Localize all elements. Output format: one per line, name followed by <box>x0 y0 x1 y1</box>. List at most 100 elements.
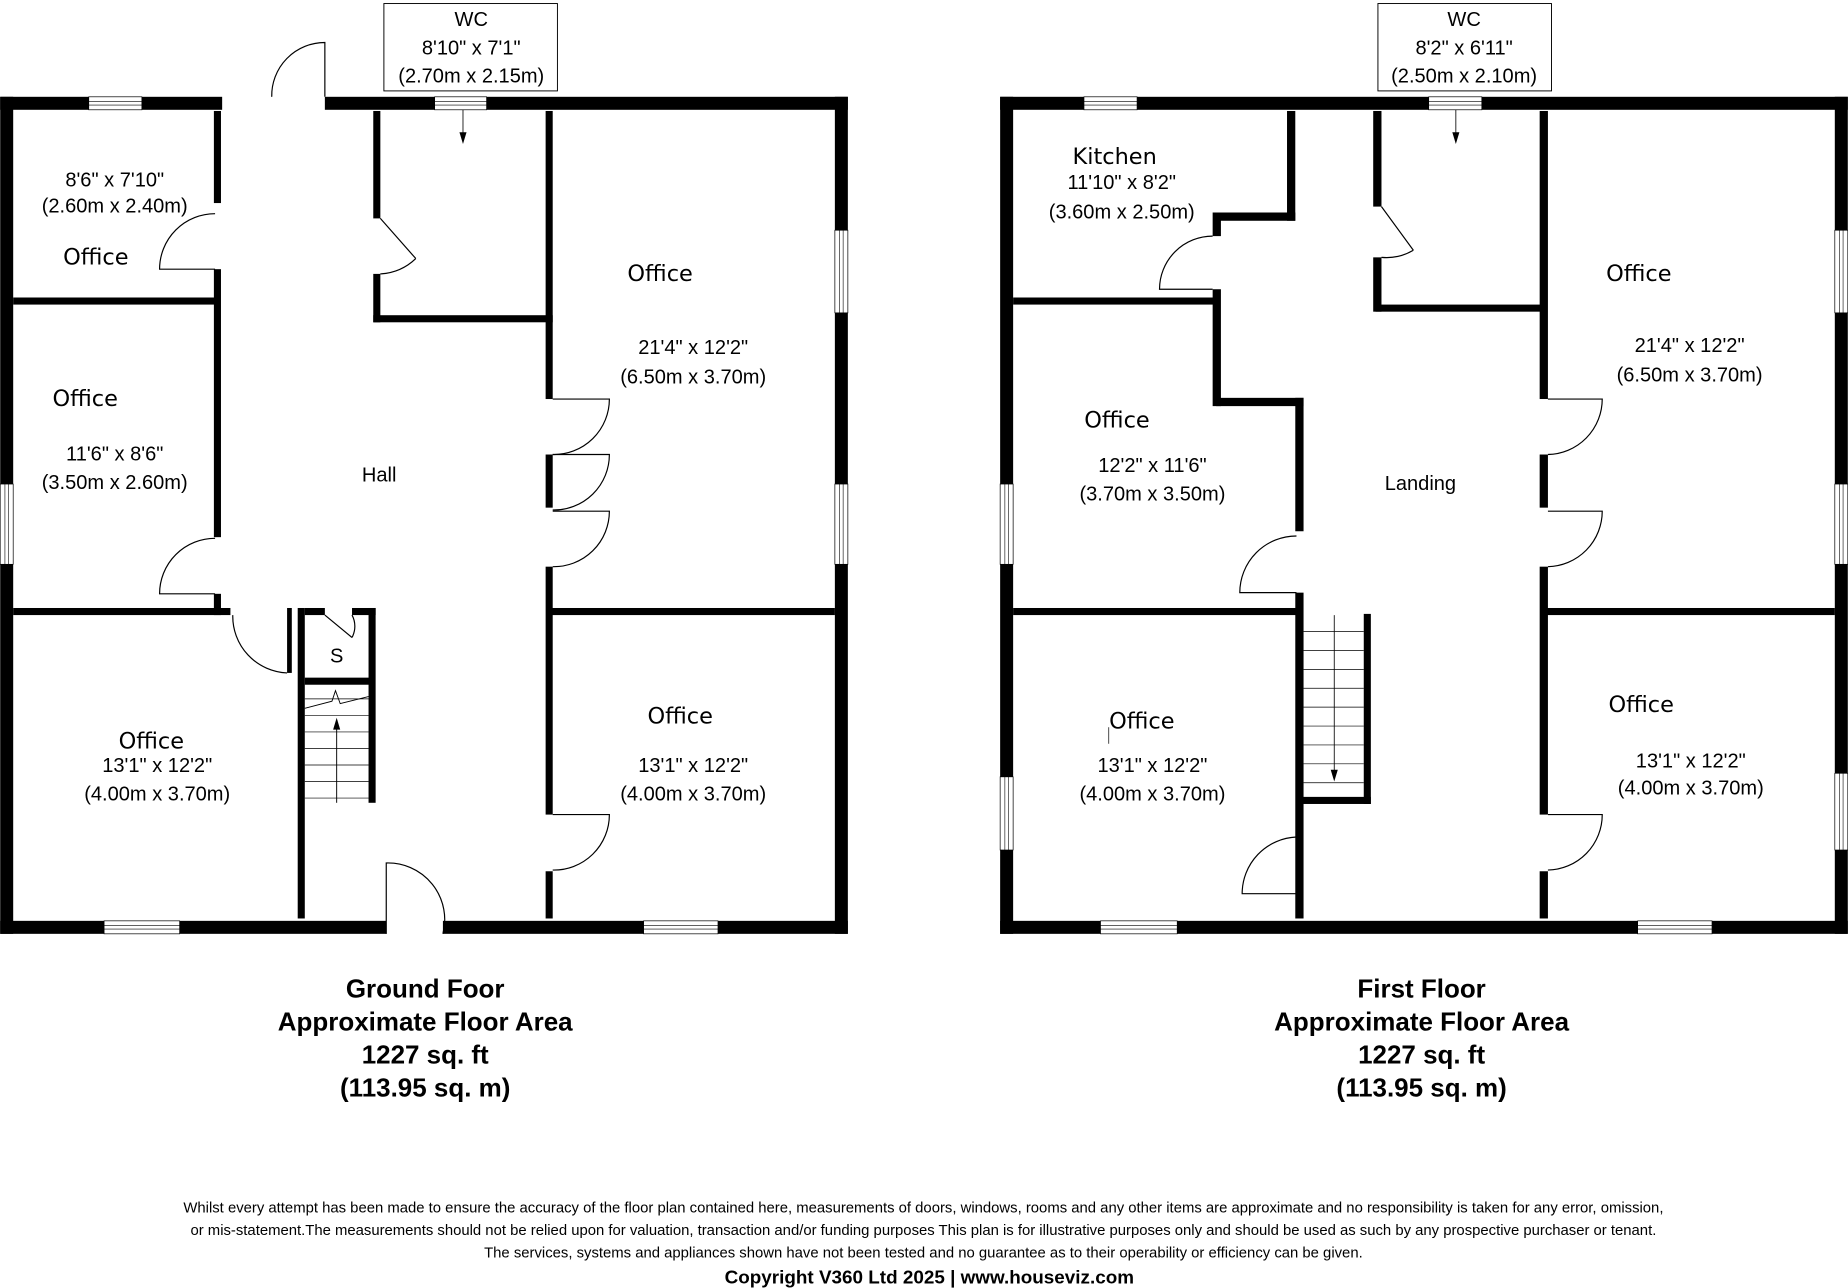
window <box>643 920 719 935</box>
wall <box>1216 397 1304 407</box>
wall <box>545 110 553 400</box>
door-swing <box>158 213 216 270</box>
label-text: Office <box>119 728 184 754</box>
ground-room-office-right: Office 21'4" x 12'2" (6.50m x 3.70m) <box>620 261 766 389</box>
wall <box>1375 304 1547 312</box>
label-text: Office <box>1109 708 1174 734</box>
label-text: (3.50m x 2.60m) <box>42 472 188 494</box>
label-text: 1227 sq. ft <box>1358 1040 1485 1070</box>
window <box>1834 229 1848 314</box>
label-text: (4.00m x 3.70m) <box>620 783 766 805</box>
wc-arrow <box>459 132 467 145</box>
wall <box>324 96 848 110</box>
window <box>1083 96 1138 111</box>
first-room-kitchen: Kitchen 11'10" x 8'2" (3.60m x 2.50m) <box>1049 144 1195 223</box>
first-room-office-bottom-left: Office 13'1" x 12'2" (4.00m x 3.70m) <box>1079 708 1225 805</box>
wall <box>1013 297 1217 305</box>
room-name: WC <box>455 9 488 31</box>
door-swing <box>232 615 288 674</box>
label-text: 12'2" x 11'6" <box>1098 455 1206 477</box>
first-room-office-left: Office 12'2" x 11'6" (3.70m x 3.50m) <box>1079 407 1225 505</box>
disclaimer: Whilst every attempt has been made to en… <box>183 1200 1663 1261</box>
wall <box>213 593 221 616</box>
label-text: Ground Foor <box>346 974 505 1004</box>
ground-store-label: S <box>330 645 343 667</box>
door-swing <box>1547 510 1603 568</box>
label-text: 11'6" x 8'6" <box>66 443 163 465</box>
label-text: (4.00m x 3.70m) <box>1079 783 1225 805</box>
wall <box>297 607 305 919</box>
wall <box>13 297 216 305</box>
stair-arrow <box>1330 769 1338 782</box>
wall <box>368 607 376 803</box>
label-text: (4.00m x 3.70m) <box>84 783 230 805</box>
door-swing <box>158 537 216 595</box>
door-swing <box>385 862 446 934</box>
label-text: 1227 sq. ft <box>362 1040 489 1070</box>
ground-room-office-small: 8'6" x 7'10" (2.60m x 2.40m) Office <box>42 170 188 271</box>
wall <box>352 607 376 616</box>
ground-room-office-bottom-right: Office 13'1" x 12'2" (4.00m x 3.70m) <box>620 704 766 806</box>
label-text: (3.70m x 3.50m) <box>1079 484 1225 506</box>
label-text: Office <box>63 244 128 270</box>
doors-windows-stairs <box>0 41 1848 935</box>
door-swing <box>1547 398 1603 456</box>
label-text: 8'6" x 7'10" <box>65 170 164 192</box>
door-swing <box>552 453 610 511</box>
label-text: (6.50m x 3.70m) <box>620 367 766 389</box>
wall <box>373 273 381 323</box>
walls <box>0 96 1848 934</box>
label-text: 13'1" x 12'2" <box>638 755 748 777</box>
window <box>1100 920 1178 935</box>
wall <box>1539 454 1548 508</box>
window <box>0 483 14 565</box>
label-text: (6.50m x 3.70m) <box>1617 364 1763 386</box>
label-text: or mis-statement.The measurements should… <box>190 1223 1656 1239</box>
ground-room-office-left: Office 11'6" x 8'6" (3.50m x 2.60m) <box>42 386 188 494</box>
wall <box>1295 397 1304 532</box>
label-text: 11'10" x 8'2" <box>1068 172 1176 194</box>
wall <box>1013 607 1299 616</box>
door-swing <box>1547 814 1603 871</box>
stair-arrow <box>333 717 341 730</box>
wall <box>304 677 374 685</box>
window <box>1428 96 1483 111</box>
wall <box>373 110 381 219</box>
door-swing <box>1380 206 1414 259</box>
label-text: Office <box>1084 407 1149 433</box>
window <box>103 920 181 935</box>
wall <box>1373 257 1382 312</box>
wall <box>545 566 553 815</box>
label-text: Office <box>647 704 712 730</box>
label-text: (113.95 sq. m) <box>340 1073 510 1103</box>
wall <box>1000 96 1848 110</box>
window <box>1834 483 1848 565</box>
room-dim-imperial: 8'10" x 7'1" <box>422 37 521 59</box>
door-swing <box>1239 535 1297 594</box>
label-text: Office <box>1606 261 1671 287</box>
room-dim-imperial: 8'2" x 6'11" <box>1415 37 1512 59</box>
window <box>1834 772 1848 851</box>
wall <box>373 315 553 323</box>
window <box>834 483 849 565</box>
wall <box>1363 613 1371 804</box>
wall <box>1543 607 1835 616</box>
door-swing <box>552 814 610 871</box>
label-text: 21'4" x 12'2" <box>638 337 748 359</box>
label-text: Office <box>52 386 117 412</box>
label-text: Whilst every attempt has been made to en… <box>183 1200 1663 1216</box>
door-swing <box>324 614 356 638</box>
door-swing <box>552 398 610 456</box>
door-swing <box>552 510 610 568</box>
window <box>999 483 1014 565</box>
first-wc-label: WC 8'2" x 6'11" (2.50m x 2.10m) <box>1377 3 1552 92</box>
wall <box>0 920 387 934</box>
window <box>834 229 849 314</box>
ground-room-office-bottom-left: Office 13'1" x 12'2" (4.00m x 3.70m) <box>84 728 230 805</box>
label-text: (3.60m x 2.50m) <box>1049 201 1195 223</box>
wall <box>546 607 835 616</box>
room-dim-metric: (2.50m x 2.10m) <box>1391 66 1537 88</box>
label-text: 21'4" x 12'2" <box>1635 335 1745 357</box>
wall <box>13 607 231 616</box>
ground-floor-title: Ground Foor Approximate Floor Area 1227 … <box>278 974 573 1103</box>
